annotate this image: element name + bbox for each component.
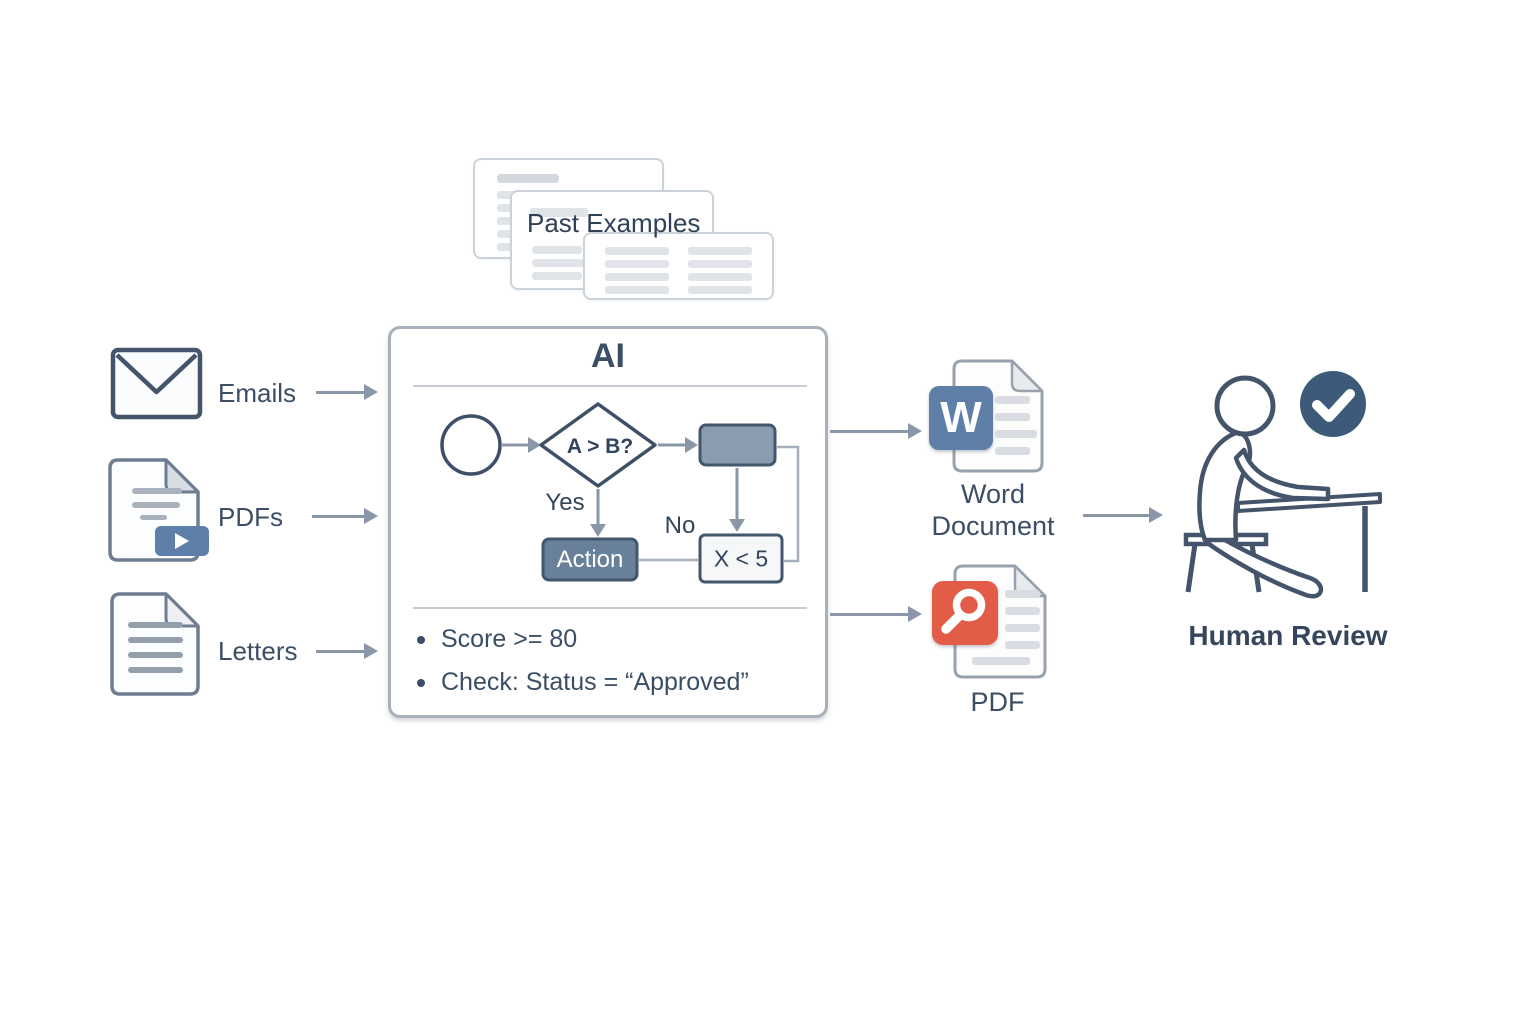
action-box [541,537,639,582]
rule-text: Score >= 80 [441,625,578,653]
bullet-icon [417,678,425,687]
yes-label: Yes [545,489,585,516]
rule-item: Check: Status = “Approved” [417,668,749,697]
flow-arrow-icon [528,437,541,453]
word-document-label: Word Document [931,479,1055,541]
flow-arrow-icon [729,519,745,532]
letter-document-icon [110,592,200,696]
pdf-label: PDF [970,687,1025,717]
start-circle [440,414,502,476]
decision-label: A > B? [566,435,634,458]
checkmark-badge-icon [1300,371,1366,437]
process-box [698,423,777,467]
play-icon [175,533,189,549]
checkmark-icon [1312,389,1355,422]
person-at-desk-icon [1183,371,1382,599]
flow-arrow-ai-to-word [830,423,922,440]
flow-arrow-icon [685,437,698,453]
pdf-search-badge-icon [932,581,998,645]
pdfs-label: PDFs [218,502,283,532]
flow-arrow-icon [590,524,606,537]
no-label: No [664,512,696,539]
magnifier-icon [941,588,986,634]
flow-arrow-letters-to-ai [316,643,378,660]
envelope-icon [110,347,203,420]
ai-panel: AI [388,326,828,718]
rule-item: Score >= 80 [417,625,577,654]
divider [413,607,807,609]
flow-arrow-emails-to-ai [316,384,378,401]
word-badge-letter: W [940,393,982,442]
pdf-play-document-icon [108,458,209,562]
flowchart [440,402,800,584]
emails-label: Emails [218,378,297,408]
bullet-icon [417,635,425,644]
condition-label: X < 5 [713,545,769,572]
action-label: Action [556,546,624,573]
condition-box [698,533,784,584]
letters-label: Letters [218,636,298,666]
flow-arrow-pdfs-to-ai [312,508,378,525]
flow-arrow-word-to-human [1083,507,1163,524]
flow-arrow-ai-to-pdf [830,606,922,623]
decision-diamond [539,402,657,488]
human-review-label: Human Review [1188,620,1388,651]
word-badge-icon: W [929,386,993,450]
ai-title: AI [591,337,625,375]
rule-text: Check: Status = “Approved” [441,668,749,696]
past-example-card-front [583,232,774,300]
divider [413,385,807,387]
past-examples-label: Past Examples [527,208,701,238]
